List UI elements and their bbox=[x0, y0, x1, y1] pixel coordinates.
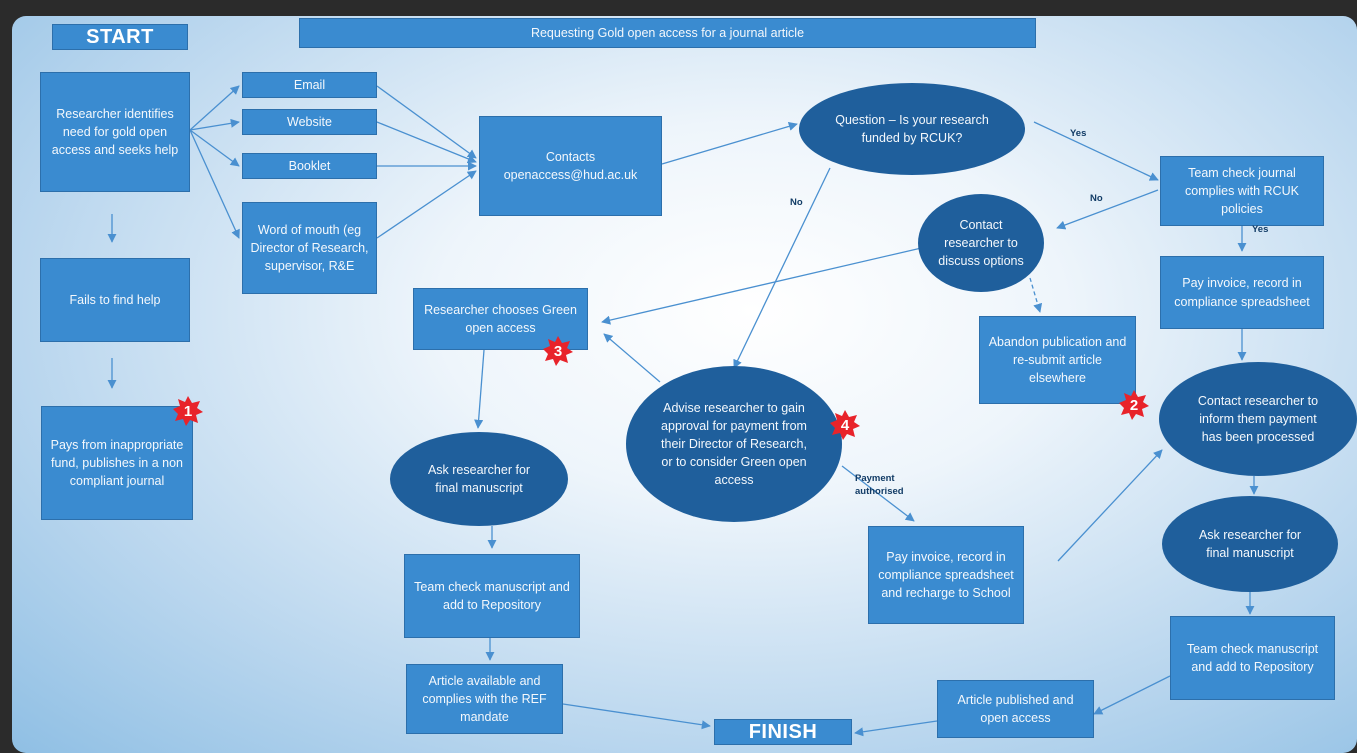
arrow bbox=[601, 245, 931, 325]
ask-final-left-ellipse: Ask researcher for final manuscript bbox=[390, 432, 568, 526]
arrow bbox=[376, 85, 477, 159]
pays-inappropriate-box: Pays from inappropriate fund, publishes … bbox=[41, 406, 193, 520]
badge-4: 4 bbox=[830, 410, 860, 440]
website-box: Website bbox=[242, 109, 377, 135]
ask-final-right-ellipse: Ask researcher for final manuscript bbox=[1162, 496, 1338, 592]
team-check-right-box: Team check manuscript and add to Reposit… bbox=[1170, 616, 1335, 700]
edge-label-yes: Yes bbox=[1070, 128, 1087, 139]
abandon-box: Abandon publication and re-submit articl… bbox=[979, 316, 1136, 404]
arrow bbox=[189, 129, 240, 239]
team-check-journal-box: Team check journal complies with RCUK po… bbox=[1160, 156, 1324, 226]
edge-label-yes: Yes bbox=[1252, 224, 1269, 235]
arrow bbox=[376, 170, 477, 239]
arrow bbox=[603, 333, 661, 383]
finish-box: FINISH bbox=[714, 719, 852, 745]
star-burst-icon bbox=[830, 410, 860, 440]
arrow bbox=[562, 703, 711, 730]
badge-1: 1 bbox=[173, 396, 203, 426]
flow-arrows bbox=[107, 85, 1259, 737]
badge-3: 3 bbox=[543, 336, 573, 366]
flowchart-canvas: START Requesting Gold open access for a … bbox=[12, 16, 1357, 753]
email-box: Email bbox=[242, 72, 377, 98]
star-burst-icon bbox=[173, 396, 203, 426]
article-published-box: Article published and open access bbox=[937, 680, 1094, 738]
booklet-box: Booklet bbox=[242, 153, 377, 179]
edge-label-no: No bbox=[1090, 193, 1103, 204]
arrow bbox=[1057, 449, 1163, 562]
edge-label-payment: Payment authorised bbox=[855, 473, 904, 497]
contacts-box: Contacts openaccess@hud.ac.uk bbox=[479, 116, 662, 216]
question-ellipse: Question – Is your research funded by RC… bbox=[799, 83, 1025, 175]
arrow bbox=[854, 720, 938, 737]
arrow bbox=[1093, 675, 1171, 715]
badge-2: 2 bbox=[1119, 390, 1149, 420]
arrow bbox=[1056, 189, 1159, 230]
advise-ellipse: Advise researcher to gain approval for p… bbox=[626, 366, 842, 522]
word-of-mouth-box: Word of mouth (eg Director of Research, … bbox=[242, 202, 377, 294]
arrow bbox=[841, 465, 915, 522]
star-burst-icon bbox=[543, 336, 573, 366]
star-burst-icon bbox=[1119, 390, 1149, 420]
pay-invoice-record-box: Pay invoice, record in compliance spread… bbox=[1160, 256, 1324, 329]
arrow bbox=[189, 85, 240, 131]
start-box: START bbox=[52, 24, 188, 50]
article-ref-box: Article available and complies with the … bbox=[406, 664, 563, 734]
arrow bbox=[189, 118, 240, 131]
page-title: Requesting Gold open access for a journa… bbox=[299, 18, 1036, 48]
arrow bbox=[189, 129, 240, 167]
researcher-identifies-box: Researcher identifies need for gold open… bbox=[40, 72, 190, 192]
arrow bbox=[1029, 277, 1043, 313]
fails-help-box: Fails to find help bbox=[40, 258, 190, 342]
arrow bbox=[474, 349, 485, 429]
team-check-left-box: Team check manuscript and add to Reposit… bbox=[404, 554, 580, 638]
arrow bbox=[733, 167, 831, 369]
contact-inform-ellipse: Contact researcher to inform them paymen… bbox=[1159, 362, 1357, 476]
arrow bbox=[1033, 121, 1159, 181]
contact-discuss-ellipse: Contact researcher to discuss options bbox=[918, 194, 1044, 292]
pay-invoice-recharge-box: Pay invoice, record in compliance spread… bbox=[868, 526, 1024, 624]
arrow bbox=[376, 121, 477, 164]
edge-label-no: No bbox=[790, 197, 803, 208]
arrow bbox=[661, 121, 798, 165]
